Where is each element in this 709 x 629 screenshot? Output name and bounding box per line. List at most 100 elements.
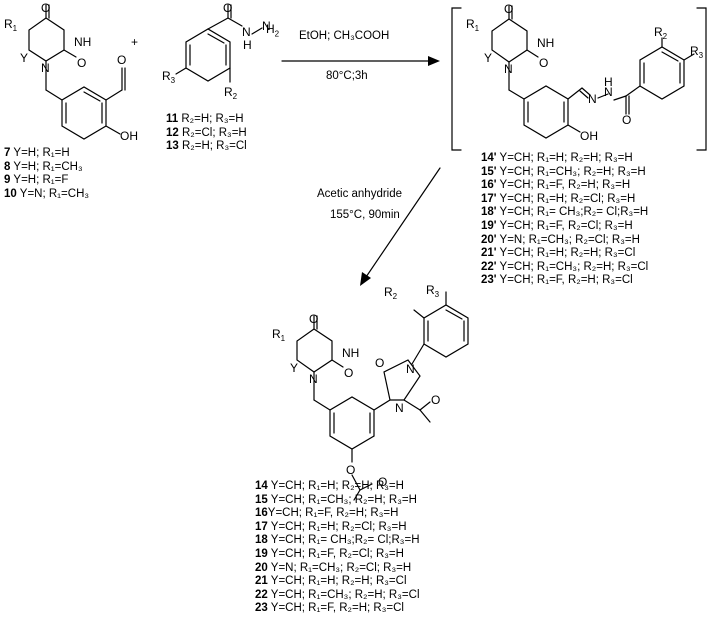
compound-number: 12 [166, 126, 179, 139]
compound-number: 19 [255, 547, 268, 560]
compound-entry: 18 Y=CH; R₁= CH₃;R₂= Cl;R₃=H [255, 534, 420, 548]
atom-Y: Y [20, 51, 28, 65]
compound-entry: 20 Y=N; R₁=CH₃; R₂=Cl; R₃=H [255, 562, 420, 576]
compound-entry: 8 Y=H; R₁=CH₃ [4, 161, 89, 175]
atom-R3: R3 [162, 69, 176, 85]
compound-entry: 14 Y=CH; R₁=H; R₂=H; R₃=H [255, 480, 420, 494]
atom-N: N [395, 401, 404, 415]
compound-number: 18 [255, 534, 268, 547]
compound-entry: 22 Y=CH; R₁=CH₃; R₂=H; R₃=Cl [255, 589, 420, 603]
atom-O: O [431, 393, 440, 407]
atom-N: N [242, 25, 251, 39]
atom-R3: R3 [690, 44, 704, 60]
compound-substituents: Y=CH; R₁=H; R₂=Cl; R₃=H [496, 192, 636, 205]
compound-entry: 23' Y=CH; R₁=F, R₂=H; R₃=Cl [481, 274, 648, 288]
atom-O: O [309, 312, 318, 326]
atom-O: O [622, 113, 631, 127]
atom-R2: R2 [384, 285, 398, 301]
compound-number: 11 [166, 113, 179, 125]
compound-substituents: Y=N; R₁=CH₃ [16, 187, 90, 200]
compound-number: 18' [481, 206, 497, 219]
compound-substituents: Y=CH; R₁=F, R₂=Cl; R₃=H [496, 219, 633, 232]
compound-entry: 7 Y=H; R₁=H [4, 147, 89, 161]
compound-number: 20 [255, 561, 268, 574]
atom-NH: NH [342, 346, 359, 360]
compound-entry: 19' Y=CH; R₁=F, R₂=Cl; R₃=H [481, 220, 648, 234]
compound-entry: 22' Y=CH; R₁=CH₃; R₂=H; R₃=Cl [481, 261, 648, 275]
compound-number: 15' [481, 165, 497, 178]
compound-entry: 17' Y=CH; R₁=H; R₂=Cl; R₃=H [481, 193, 648, 207]
compound-entry: 15 Y=CH; R₁=CH₃; R₂=H; R₃=H [255, 494, 420, 508]
atom-O: O [344, 366, 353, 380]
compound-substituents: Y=H; R₁=F [10, 174, 69, 187]
compound-number: 17' [481, 192, 497, 205]
compound-substituents: Y=CH; R₁=CH₃; R₂=H; R₃=Cl [267, 588, 420, 601]
compound-substituents: Y=CH; R₁=F, R₂=H; R₃=H [496, 179, 631, 192]
compound-number: 22 [255, 588, 268, 601]
compound-entry: 20' Y=N; R₁=CH₃; R₂=Cl; R₃=H [481, 234, 648, 248]
compound-number: 14' [481, 152, 497, 164]
nh2-label: H2 [266, 22, 279, 38]
uracil-aldehyde-structure: O NH O N Y R1 O OH [4, 1, 138, 143]
atom-N: N [588, 92, 597, 106]
compound-entry: 11 R₂=H; R₃=H [166, 113, 247, 127]
compound-entry: 18' Y=CH; R₁= CH₃;R₂= Cl;R₃=H [481, 206, 648, 220]
compound-number: 14 [255, 480, 268, 492]
hydrazide-structure: O N H N R3 R2 [162, 1, 271, 101]
atom-R3: R3 [426, 283, 440, 299]
compound-substituents: R₂=Cl; R₃=H [178, 126, 247, 139]
compound-substituents: Y=CH; R₁=H; R₂=H; R₃=H [267, 480, 404, 492]
compound-number: 7 [4, 147, 11, 159]
atom-N: N [604, 85, 613, 99]
atom-OH: OH [120, 129, 138, 143]
compound-number: 10 [4, 187, 17, 200]
compound-number: 15 [255, 493, 268, 506]
compound-number: 19' [481, 219, 497, 232]
compound-entry: 16Y=CH; R₁=F, R₂=H; R₃=H [255, 507, 420, 521]
atom-O: O [539, 56, 548, 70]
compound-number: 22' [481, 260, 497, 273]
compound-entry: 16' Y=CH; R₁=F, R₂=H; R₃=H [481, 179, 648, 193]
compound-substituents: Y=N; R₁=CH₃; R₂=Cl; R₃=H [267, 561, 412, 574]
compound-substituents: Y=CH; R₁=F, R₂=H; R₃=Cl [267, 602, 404, 615]
compound-entry: 14' Y=CH; R₁=H; R₂=H; R₃=H [481, 152, 648, 166]
bracket-left [451, 7, 462, 151]
plus-sign: + [131, 35, 138, 49]
nh2-h: H [266, 22, 275, 36]
compound-number: 17 [255, 520, 268, 533]
atom-O: O [77, 56, 86, 70]
compound-number: 13 [166, 140, 179, 153]
compound-entry: 10 Y=N; R₁=CH₃ [4, 188, 89, 202]
arrow-head-1 [428, 56, 440, 66]
atom-N: N [309, 372, 318, 386]
atom-OH: OH [580, 129, 598, 143]
compound-substituents: R₂=H; R₃=H [178, 113, 244, 125]
condition-step1: EtOH; CH₃COOH [299, 30, 390, 42]
hydrazone-structure: O NH O N Y R1 N N H O OH R2 R3 [466, 2, 704, 143]
atom-H: H [604, 75, 613, 89]
nh2-subscript: 2 [274, 29, 280, 39]
compound-substituents: R₂=H; R₃=Cl [178, 140, 247, 153]
atom-R2: R2 [224, 85, 238, 101]
condition-step1-temp: 80°C;3h [326, 70, 368, 82]
compound-number: 8 [4, 160, 11, 173]
compound-substituents: Y=N; R₁=CH₃; R₂=Cl; R₃=H [496, 233, 640, 246]
atom-Y: Y [290, 361, 298, 375]
compound-entry: 13 R₂=H; R₃=Cl [166, 140, 247, 154]
compound-substituents: Y=CH; R₁=F, R₂=Cl; R₃=H [267, 547, 404, 560]
compound-number: 21 [255, 575, 268, 588]
compound-substituents: Y=CH; R₁=F, R₂=H; R₃=Cl [496, 274, 633, 287]
atom-N: N [41, 61, 50, 75]
atom-N: N [504, 62, 513, 76]
compound-substituents: Y=CH; R₁= CH₃;R₂= Cl;R₃=H [496, 206, 649, 219]
atom-Y: Y [484, 51, 492, 65]
compound-entry: 19 Y=CH; R₁=F, R₂=Cl; R₃=H [255, 548, 420, 562]
atom-R1: R1 [4, 17, 18, 33]
compound-entry: 17 Y=CH; R₁=H; R₂=Cl; R₃=H [255, 521, 420, 535]
compound-entry: 12 R₂=Cl; R₃=H [166, 127, 247, 141]
atom-N: N [406, 362, 415, 376]
